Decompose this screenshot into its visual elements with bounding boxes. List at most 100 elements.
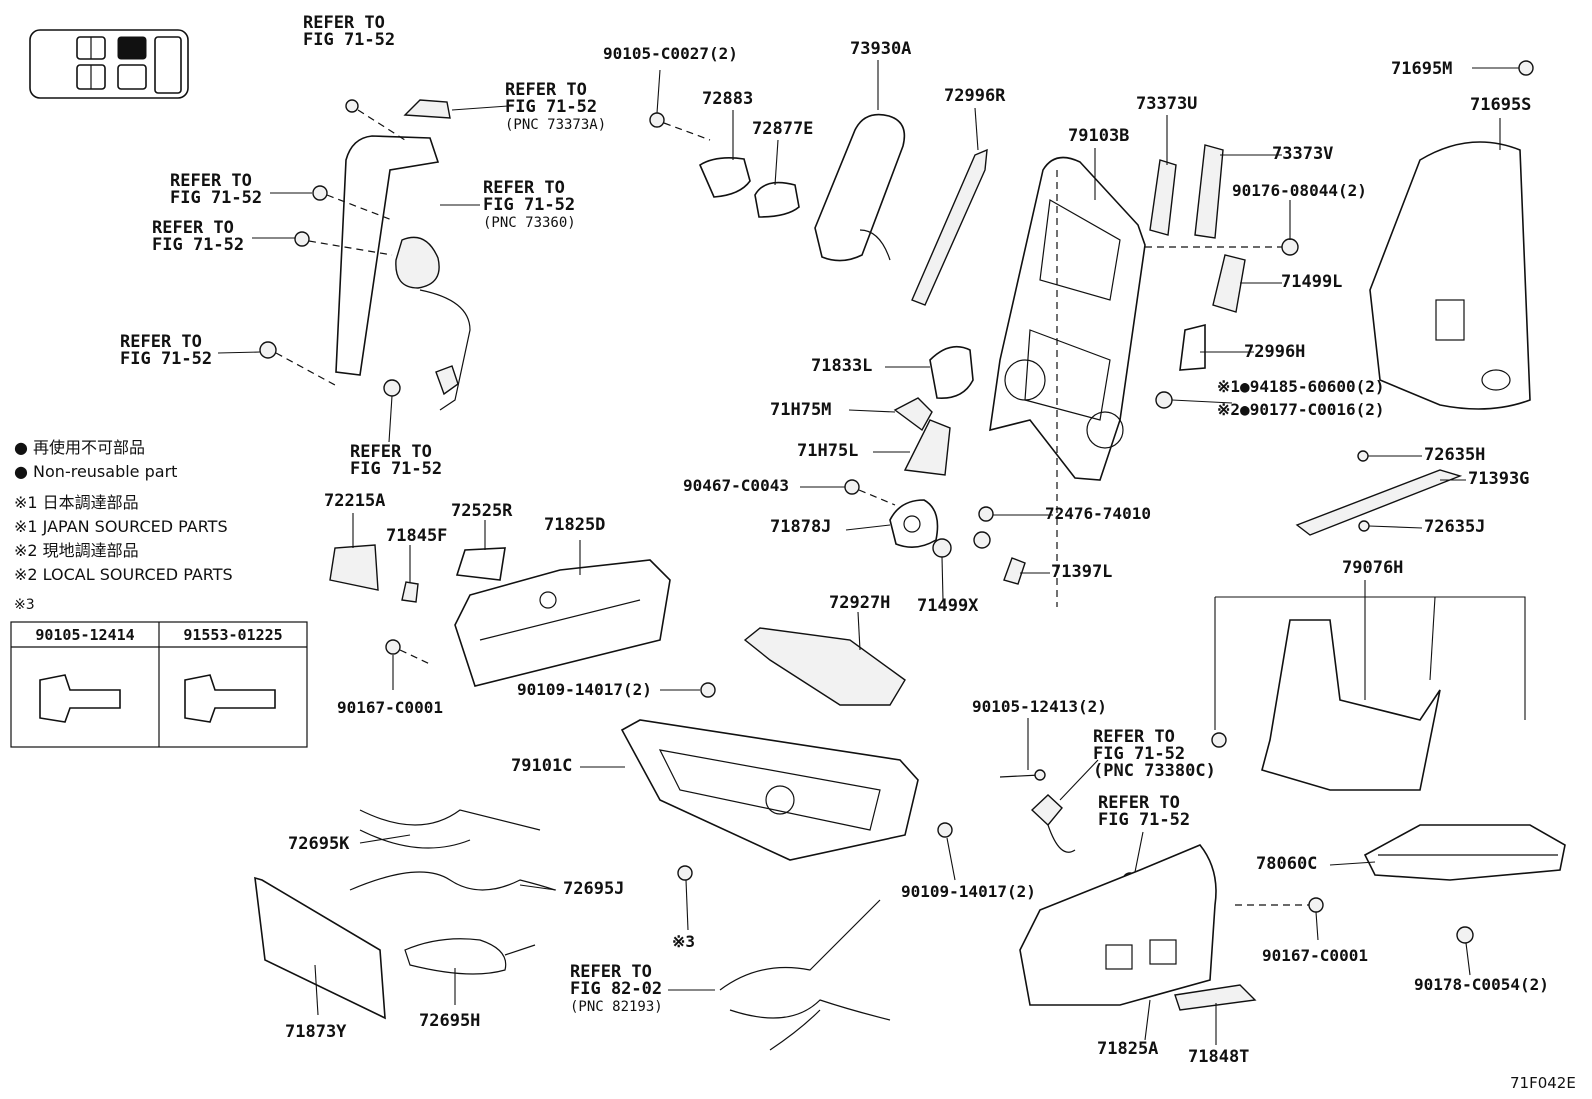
clip-icon: [1145, 238, 1299, 256]
nut-icon: [1155, 391, 1173, 409]
bolt-icon: [259, 341, 336, 386]
part-number-label: 90167-C0001: [337, 698, 443, 717]
switch-icon: [455, 547, 506, 581]
lever-icon: [329, 544, 379, 591]
bracket-icon: [893, 397, 933, 432]
part-number-label: 71825D: [544, 515, 606, 535]
japan-marker: ※1: [1217, 377, 1241, 396]
part-number-label: 71393G: [1468, 469, 1530, 489]
bracket-frame-icon: [1211, 596, 1526, 791]
part-number-label: 72476-74010: [1045, 504, 1151, 523]
part-number-label: 90176-08044(2): [1232, 181, 1367, 200]
part-number-label: 72695K: [288, 834, 350, 854]
bolt-icon: [999, 769, 1046, 781]
part-number-label: 72215A: [324, 491, 386, 511]
part-number-label: 72996H: [1244, 342, 1306, 362]
legend-line: ※2 LOCAL SOURCED PARTS: [14, 565, 233, 584]
legend-line: ● Non-reusable part: [14, 462, 178, 481]
bolt-icon: [700, 682, 716, 698]
bracket-icon: [1212, 254, 1246, 313]
part-number-label: 71H75M: [770, 400, 832, 420]
knob-icon: [698, 157, 751, 198]
bracket-icon: [1003, 557, 1026, 585]
wire-harness-icon: [349, 871, 556, 891]
seatback-trim-icon: [814, 113, 906, 262]
part-number-label: 90109-14017(2): [901, 882, 1036, 901]
part-number-label: 71695M: [1391, 59, 1453, 79]
part-number-label: ※2●90177-C0016(2): [1217, 400, 1385, 419]
part-number-label: 71833L: [811, 356, 873, 376]
non-reusable-dot: ●: [1240, 377, 1250, 396]
bolt-table-header: 90105-12414: [35, 626, 135, 644]
bushing-icon: [932, 531, 991, 558]
cover-panel-icon: [254, 876, 386, 1020]
part-number-label: 72695J: [563, 879, 625, 899]
part-number-label: 72525R: [451, 501, 513, 521]
part-number-label: 72996R: [944, 86, 1006, 106]
part-number-label: 79103B: [1068, 126, 1130, 146]
bolt-icon: [385, 639, 433, 666]
side-cover-icon: [1019, 844, 1217, 1006]
armrest-tray-icon: [1363, 824, 1566, 881]
part-number-label: 72883: [702, 89, 754, 109]
bolt-icon: [383, 379, 401, 397]
part-number-label: 71825A: [1097, 1039, 1159, 1059]
nut-icon: [1456, 926, 1474, 944]
part-number-label: 90178-C0054(2): [1414, 975, 1549, 994]
part-number-label: 71499L: [1281, 272, 1343, 292]
bolt-icon: [677, 865, 693, 881]
bolt-icon: [345, 99, 406, 141]
bolt-table-header: 91553-01225: [183, 626, 283, 644]
strip-icon: [1295, 469, 1463, 536]
side-shield-icon: [454, 559, 671, 687]
clip-icon: [1472, 60, 1534, 76]
legend-line: ※1 JAPAN SOURCED PARTS: [14, 517, 228, 536]
part-number-label: 71873Y: [285, 1022, 347, 1042]
cover-icon: [929, 345, 974, 399]
bracket-icon: [1194, 144, 1224, 239]
part-number-label: 78060C: [1256, 854, 1318, 874]
part-number-label: 79101C: [511, 756, 573, 776]
seatback-frame-icon: [989, 156, 1146, 481]
part-number-label: 72927H: [829, 593, 891, 613]
part-number-label: 72635J: [1424, 517, 1486, 537]
part-number-label: 71499X: [917, 596, 979, 616]
bolt-icon: [844, 479, 896, 506]
part-number-label: 90109-14017(2): [517, 680, 652, 699]
legend-line: ● 再使用不可部品: [14, 438, 146, 457]
part-number-label: 73930A: [850, 39, 912, 59]
diagram-code: 71F042E: [1510, 1074, 1576, 1092]
part-number-label: 71845F: [386, 526, 448, 546]
bracket-icon: [1149, 159, 1177, 236]
part-number-label: ※1●94185-60600(2): [1217, 377, 1385, 396]
legend-line: ※3: [14, 597, 35, 613]
recliner-icon: [889, 499, 939, 548]
trim-strip-icon: [911, 148, 988, 306]
leader-lines: [217, 60, 1501, 1045]
switch-icon: [1179, 323, 1206, 371]
nut-icon: [294, 231, 393, 256]
part-number-label: 90167-C0001: [1262, 946, 1368, 965]
trim-strip-icon: [1174, 984, 1257, 1011]
part-number-label: 90105-C0027(2): [603, 44, 738, 63]
seat-frame-icon: [620, 719, 919, 861]
part-number-label: 90105-12413(2): [972, 697, 1107, 716]
local-marker: ※2: [1217, 400, 1241, 419]
bolt-icon: [649, 112, 711, 141]
part-number-label: 90467-C0043: [683, 476, 789, 495]
cover-icon: [403, 99, 451, 119]
part-number-label: ※3: [672, 932, 696, 951]
clip-icon: [401, 581, 419, 603]
bolt-icon: [978, 506, 994, 522]
